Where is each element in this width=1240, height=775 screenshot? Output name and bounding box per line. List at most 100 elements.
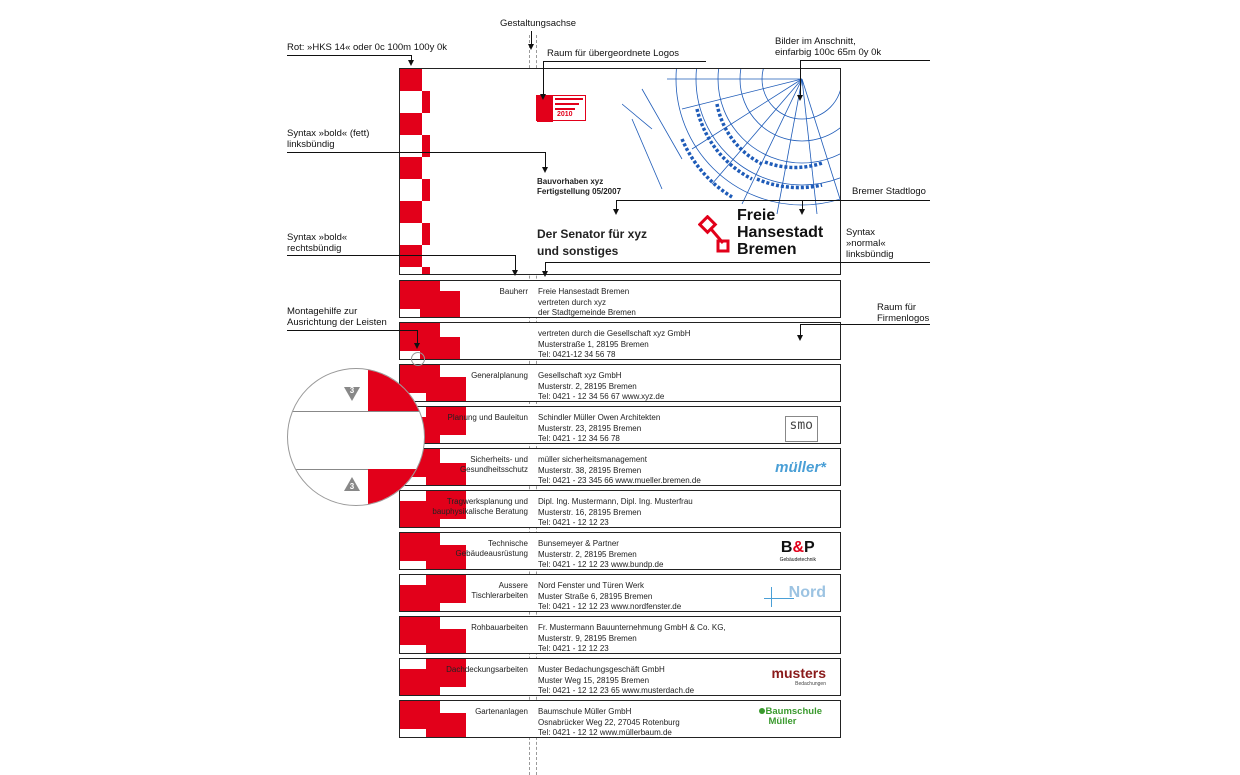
leader-line [616, 200, 617, 210]
annotation-normal-left: Syntax »normal« linksbündig [846, 227, 894, 260]
row-label-line: bauphysikalische Beratung [432, 507, 528, 516]
annotation-mounting-line-2: Ausrichtung der Leisten [287, 317, 387, 328]
magnified-red-block-bottom [368, 469, 424, 505]
nord-logo: Nord [788, 584, 826, 601]
checker-square [426, 713, 466, 737]
checker-square [422, 223, 430, 245]
row-info: Dipl. Ing. Mustermann, Dipl. Ing. Muster… [538, 497, 693, 527]
checker-square [400, 69, 422, 91]
annotation-normal-left-line-1: Syntax [846, 227, 876, 238]
row-label: Rohbauarbeiten [471, 623, 528, 633]
row-label-line: Rohbauarbeiten [471, 623, 528, 632]
sponsor-row-4: Sicherheits- und Gesundheitsschutz mülle… [399, 448, 841, 486]
leader-line [543, 61, 544, 95]
checker-square [400, 157, 422, 179]
checker-square [426, 575, 466, 603]
senator-line-2: und sonstiges [537, 244, 619, 258]
row-label: Generalplanung [471, 371, 528, 381]
arrow-down-icon [540, 94, 546, 100]
row-info-line: Muster Weg 15, 28195 Bremen [538, 675, 650, 685]
row-label: Aussere Tischlerarbeiten [471, 581, 528, 601]
row-label-line: Planung und Bauleitun [447, 413, 528, 422]
row-info: vertreten durch die Gesellschaft xyz Gmb… [538, 329, 691, 359]
leader-line [800, 60, 801, 96]
sponsor-row-5: Tragwerksplanung und bauphysikalische Be… [399, 490, 841, 528]
leader-line [287, 152, 545, 153]
annotation-axis: Gestaltungsachse [500, 18, 577, 29]
row-label: Planung und Bauleitun [447, 413, 528, 423]
row-info: Fr. Mustermann Bauunternehmung GmbH & Co… [538, 623, 726, 653]
baumschule-mueller-text: Müller [768, 716, 797, 727]
row-info-line: Nord Fenster und Türen Werk [538, 581, 644, 590]
sponsor-row-3: Planung und Bauleitun Schindler Müller O… [399, 406, 841, 444]
senator-heading: Der Senator für xyz und sonstiges [537, 226, 647, 260]
leader-line [800, 324, 801, 336]
sponsor-row-9: Dachdeckungsarbeiten Muster Bedachungsge… [399, 658, 841, 696]
leader-line [287, 55, 411, 56]
arrow-down-icon [797, 335, 803, 341]
row-label-line: Technische [487, 539, 528, 548]
row-label-line: Bauherr [499, 287, 528, 296]
arrow-down-icon [613, 209, 619, 215]
checker-square [422, 135, 430, 157]
row-label: Tragwerksplanung und bauphysikalische Be… [432, 497, 528, 517]
row-info-line: Musterstr. 38, 28195 Bremen [538, 465, 642, 475]
row-label-line: Aussere [498, 581, 528, 590]
design-axis-dashed-line-left [529, 35, 530, 775]
leader-line [545, 262, 930, 263]
bp-letter-b: B [780, 539, 793, 556]
leader-line [531, 31, 532, 45]
annotation-bold-right-line-1: Syntax »bold« [287, 232, 348, 243]
row-info-line: Osnabrücker Weg 22, 27045 Rotenburg [538, 717, 680, 727]
bp-logo: B&P Gebäudetechnik [780, 539, 816, 565]
row-label: Dachdeckungsarbeiten [446, 665, 528, 675]
arrow-down-icon [542, 167, 548, 173]
row-info: Nord Fenster und Türen Werk Muster Straß… [538, 581, 681, 611]
row-label: Bauherr [500, 287, 528, 297]
checker-square [426, 629, 466, 653]
musters-logo: musters Bedachungen [772, 665, 826, 691]
row-label: Technische Gebäudeausrüstung [456, 539, 529, 559]
row-info-line: Fr. Mustermann Bauunternehmung GmbH & Co… [538, 623, 726, 632]
nord-logo-mark [771, 587, 772, 607]
bp-letter-p: P [804, 539, 815, 556]
row-info: Gesellschaft xyz GmbH Musterstr. 2, 2819… [538, 371, 664, 401]
sponsor-row-2: Generalplanung Gesellschaft xyz GmbH Mus… [399, 364, 841, 402]
musters-logo-text: musters [771, 665, 826, 681]
row-info-line: Musterstraße 1, 28195 Bremen [538, 339, 649, 349]
row-info-line: Musterstr. 16, 28195 Bremen [538, 507, 642, 517]
row-info-line: Musterstr. 9, 28195 Bremen [538, 633, 637, 643]
project-name: Bauvorhaben xyz [537, 177, 604, 186]
row-info: Muster Bedachungsgeschäft GmbH Muster We… [538, 665, 695, 695]
leader-line [287, 255, 515, 256]
row-info-line: Freie Hansestadt Bremen [538, 287, 630, 296]
leader-line [545, 152, 546, 168]
row-info-line: müller sicherheitsmanagement [538, 455, 647, 464]
banner-checker-stripe [400, 69, 430, 274]
arrow-down-icon [797, 95, 803, 101]
row-info-line: Tel: 0421 - 12 12 23 65 www.musterdach.d… [538, 686, 695, 695]
leader-line [287, 330, 417, 331]
blueprint-stadium-image [622, 69, 840, 215]
leader-line [543, 61, 706, 62]
leader-line [800, 324, 930, 325]
baumschule-logo-line-1: Baumschule [758, 707, 822, 717]
nord-logo-underline [764, 598, 794, 599]
row-info-line: Bunsemeyer & Partner [538, 539, 619, 548]
checker-square [400, 201, 422, 223]
baumschule-logo: Baumschule Müller [758, 707, 822, 733]
magnifier-source-circle [411, 352, 425, 366]
smo-logo: smo [784, 416, 818, 442]
row-label-line: Generalplanung [471, 371, 528, 380]
row-info-line: Musterstr. 2, 28195 Bremen [538, 549, 637, 559]
checker-square [426, 463, 466, 485]
freie-hansestadt-bremen-wordmark: Freie Hansestadt Bremen [737, 207, 823, 258]
mueller-logo: müller* [775, 459, 826, 476]
arrow-down-icon [414, 343, 420, 349]
row-info-line: Tel: 0421 - 12 34 56 78 [538, 434, 620, 443]
annotation-company-logos: Raum für Firmenlogos [877, 302, 929, 324]
annotation-normal-left-line-2: »normal« [846, 238, 886, 249]
row-info-line: Tel: 0421 - 12 12 23 www.bundp.de [538, 560, 664, 569]
row-info-line: Tel: 0421 - 12 12 www.müllerbaum.de [538, 728, 672, 737]
bp-logo-letters: B&P [780, 539, 816, 557]
